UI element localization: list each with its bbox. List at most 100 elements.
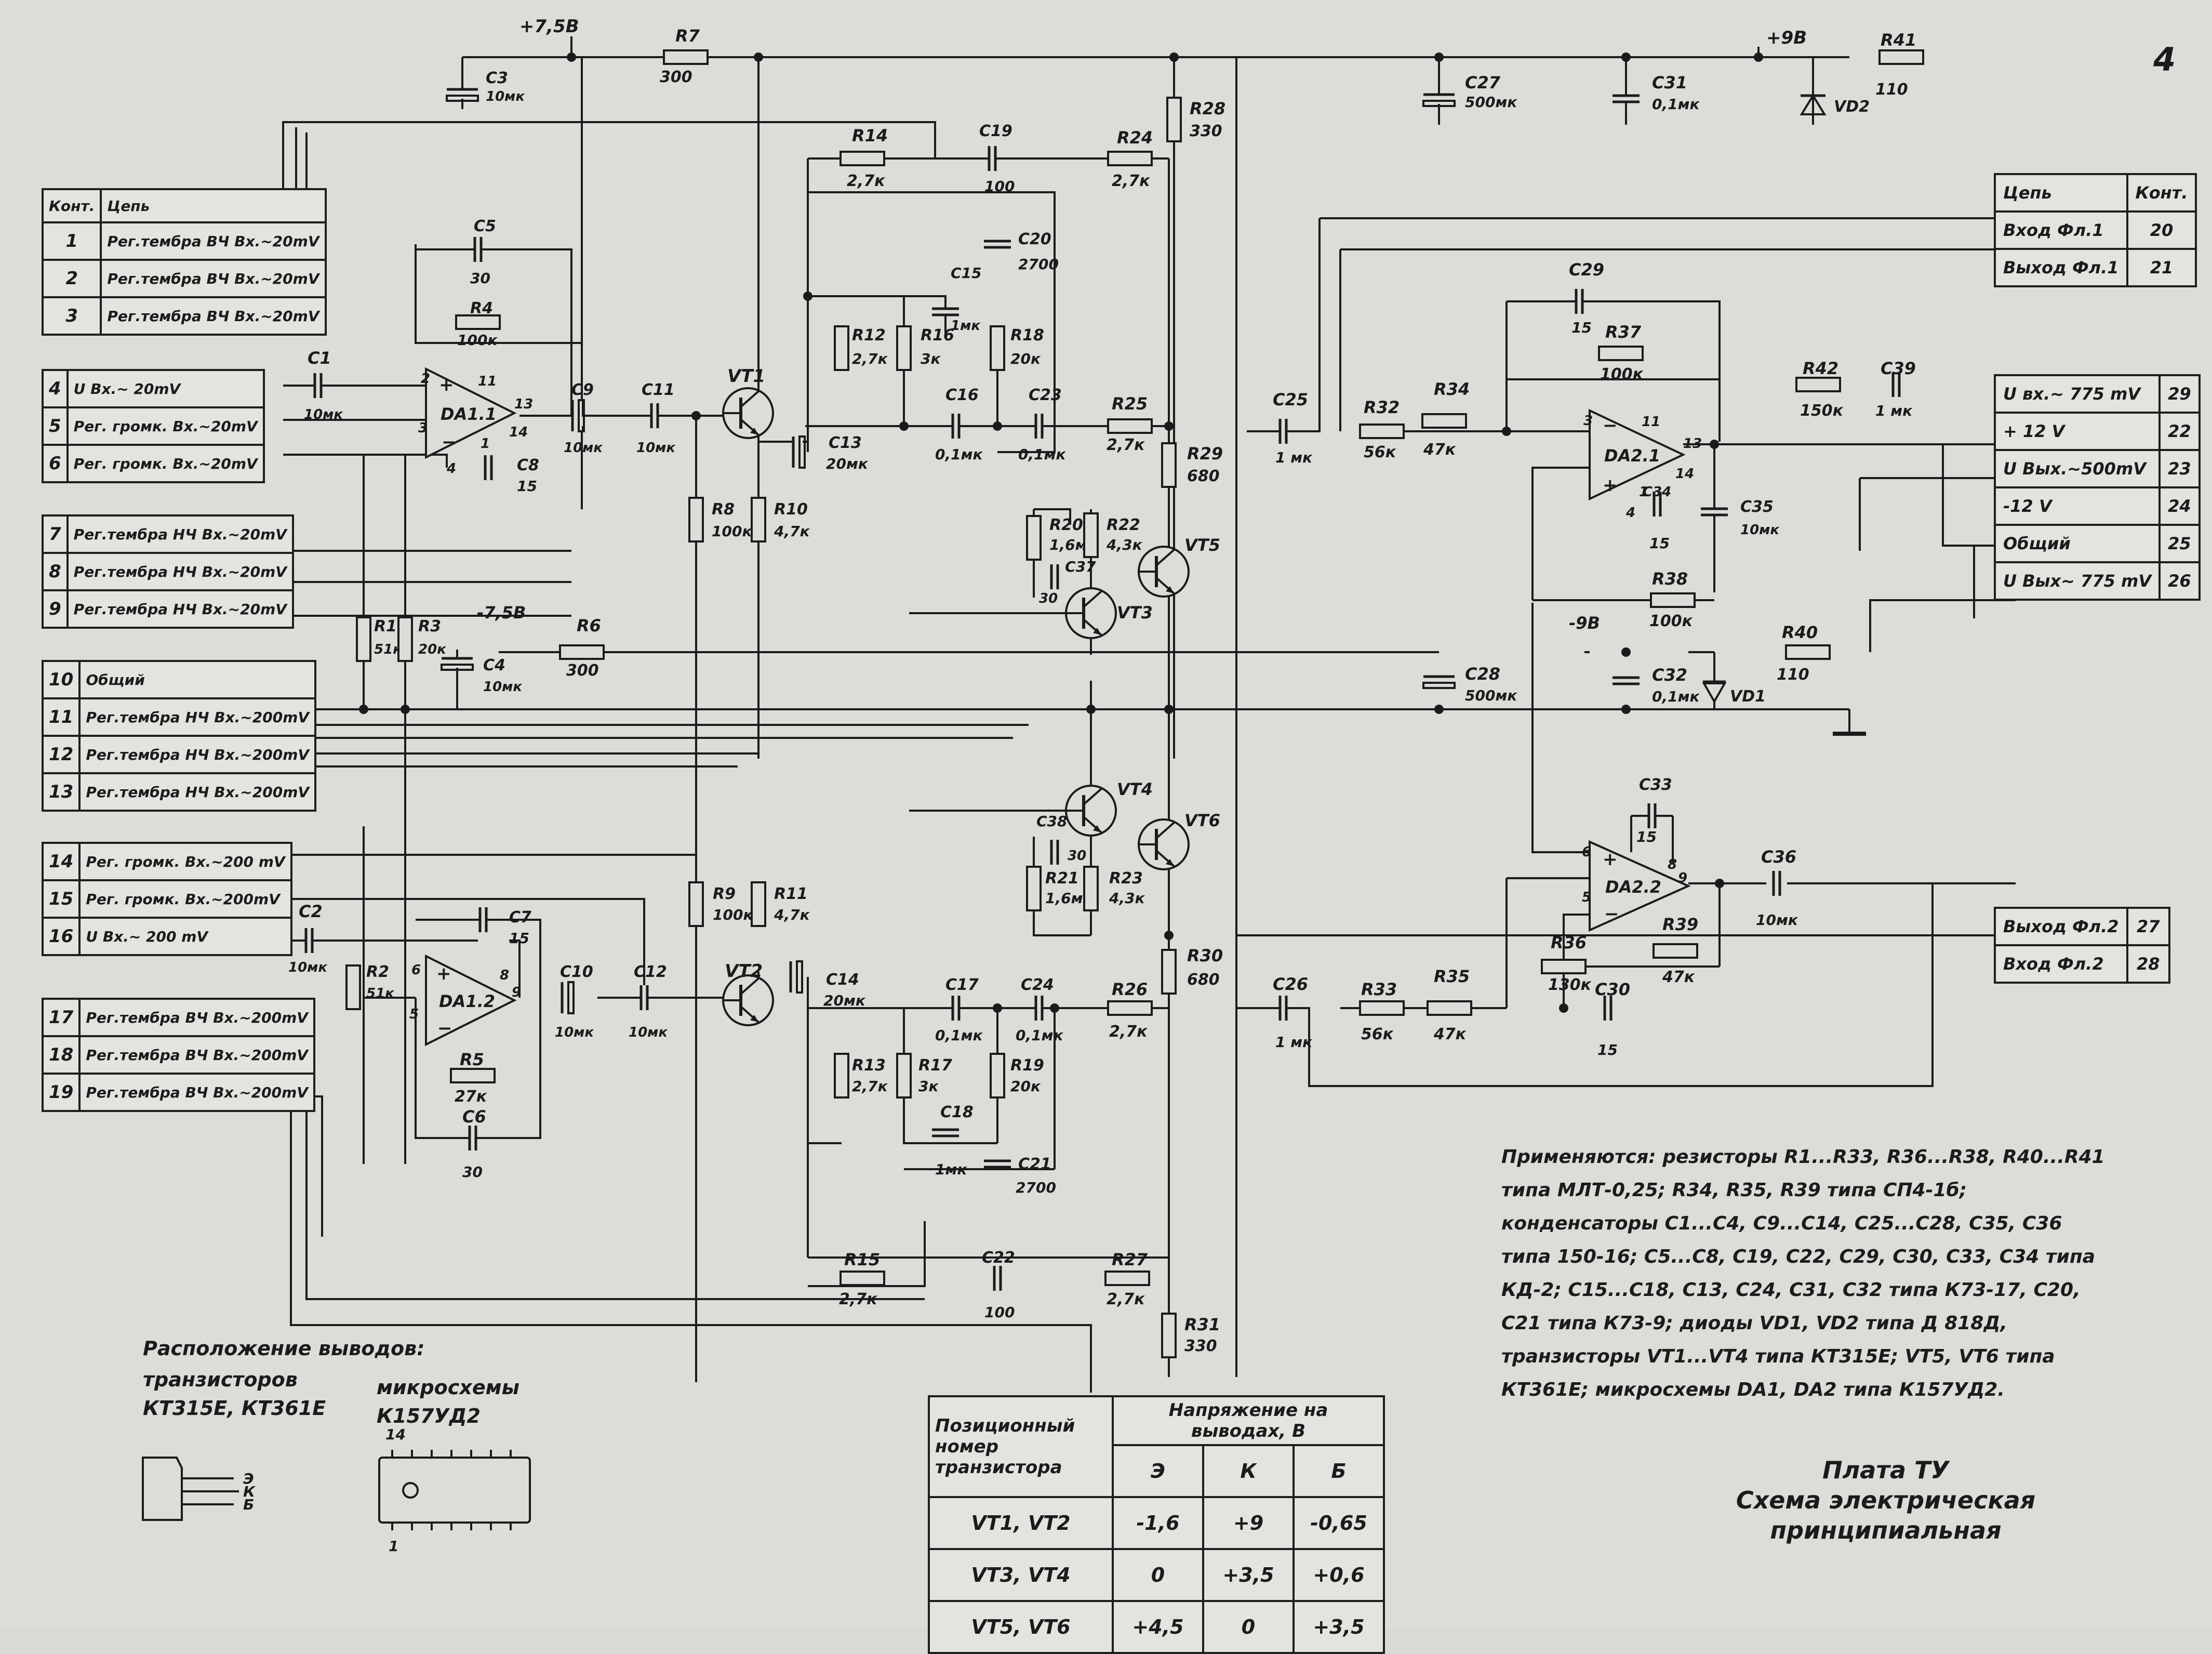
C21 [984,1160,1011,1168]
VT3 [1066,588,1116,638]
C38 [1050,840,1059,865]
C20-value: 2700 [1018,256,1059,273]
R23-ref: R23 [1109,869,1143,888]
contact-number: 8 [42,552,69,591]
R38 [1650,592,1696,608]
R17 [896,1053,912,1099]
R9-ref: R9 [713,885,736,903]
C24-ref: C24 [1021,976,1054,994]
C26-ref: C26 [1273,974,1308,994]
C11-ref: C11 [642,381,675,399]
R17-value: 3к [918,1078,939,1095]
R28-value: 330 [1190,122,1222,140]
contact-signal: Выход Фл.1 [1994,248,2128,287]
contact-number: 23 [2158,449,2201,488]
contact-number: 21 [2126,248,2197,287]
R42-ref: R42 [1803,359,1838,378]
R14-value: 2,7к [847,172,885,190]
VT5-ref: VT5 [1184,535,1220,555]
VT2-ref: VT2 [725,961,763,982]
R8-value: 100к [712,523,752,540]
C17 [952,996,960,1021]
C32 [1613,677,1640,685]
pinout-ic-type: К157УД2 [377,1405,481,1427]
R31-value: 330 [1184,1337,1217,1355]
C23-value: 0,1мк [1018,446,1066,463]
VD1-ref: VD1 [1730,687,1766,706]
R14-ref: R14 [852,126,888,145]
C19-value: 100 [984,178,1015,195]
C14-ref: C14 [826,971,859,989]
C18-value: 1мк [935,1161,967,1178]
VD1 [1702,652,1727,709]
C6-value: 30 [462,1163,483,1181]
DA2.2 [1589,840,1691,932]
DA2.1-pin-14: 14 [1675,466,1694,482]
contact-number: 15 [41,879,81,919]
contact-signal: Рег.тембра НЧ Вх.~200mV [78,735,317,774]
DA1.2 [425,954,517,1047]
voltage-table-cell: -1,6 [1112,1496,1204,1550]
R27 [1104,1271,1150,1286]
contact-signal: Выход Фл.2 [1994,907,2128,946]
C15 [932,308,959,316]
R40 [1785,644,1831,660]
voltage-table-cell: +9 [1202,1496,1295,1550]
contact-signal: -12 V [1993,486,2161,526]
R2-value: 51к [366,986,395,1001]
contact-number: 12 [41,735,81,774]
C34-value: 15 [1649,535,1670,552]
R16-ref: R16 [921,326,954,345]
contact-signal: Рег.тембра НЧ Вх.~20mV [66,552,294,591]
C28-value: 500мк [1465,687,1517,704]
R3-ref: R3 [418,617,441,636]
R28-ref: R28 [1190,99,1225,118]
DA2.1-pin-11: 11 [1642,414,1660,430]
R27-ref: R27 [1112,1250,1148,1269]
R16 [896,325,912,371]
C23 [1035,414,1043,439]
DA1.1-pin-14: 14 [509,425,528,440]
VT5 [1139,547,1189,597]
VT1 [723,388,773,438]
DA2.1-ref: DA2.1 [1604,446,1660,466]
R15-ref: R15 [844,1250,880,1269]
ic-pin-14: 14 [385,1426,406,1443]
R11-value: 4,7к [774,906,810,923]
contact-number: 20 [2126,210,2197,250]
contact-signal: U Вых.~500mV [1993,449,2161,488]
pin-label-emitter: Э [243,1470,254,1487]
C12-ref: C12 [634,963,667,981]
contact-number: 28 [2126,944,2171,984]
C17-ref: C17 [945,976,979,994]
R23 [1083,866,1099,911]
C25-ref: C25 [1273,390,1308,409]
C19-ref: C19 [979,122,1012,140]
rail-plus-9: +9В [1766,28,1807,48]
R14 [840,151,885,166]
R26 [1107,1000,1153,1016]
contact-number: 14 [41,842,81,881]
contact-number: 24 [2158,486,2201,526]
R15 [840,1271,885,1286]
C8-value: 15 [517,478,537,495]
C16-value: 0,1мк [935,446,983,463]
DA2.1-minus: − [1603,415,1618,436]
DA1.1-pin-13: 13 [514,396,533,412]
R27-value: 2,7к [1107,1290,1145,1308]
voltage-table-cell: +4,5 [1112,1600,1204,1654]
C28 [1423,676,1455,688]
contact-number: 11 [41,697,81,737]
pinout-transistors-label: транзисторов [143,1368,298,1391]
DA1.1-pin-1: 1 [481,436,490,452]
contact-signal: Вход Фл.2 [1994,944,2128,984]
C26-value: 1 мк [1275,1034,1313,1051]
C31 [1613,95,1640,103]
R24-value: 2,7к [1112,172,1150,190]
drawing-type-line2: принципиальная [1770,1516,2002,1544]
R30-ref: R30 [1187,946,1223,965]
header-circuit: Цепь [1994,173,2128,213]
R41 [1878,49,1924,65]
C11-value: 10мк [636,440,676,456]
